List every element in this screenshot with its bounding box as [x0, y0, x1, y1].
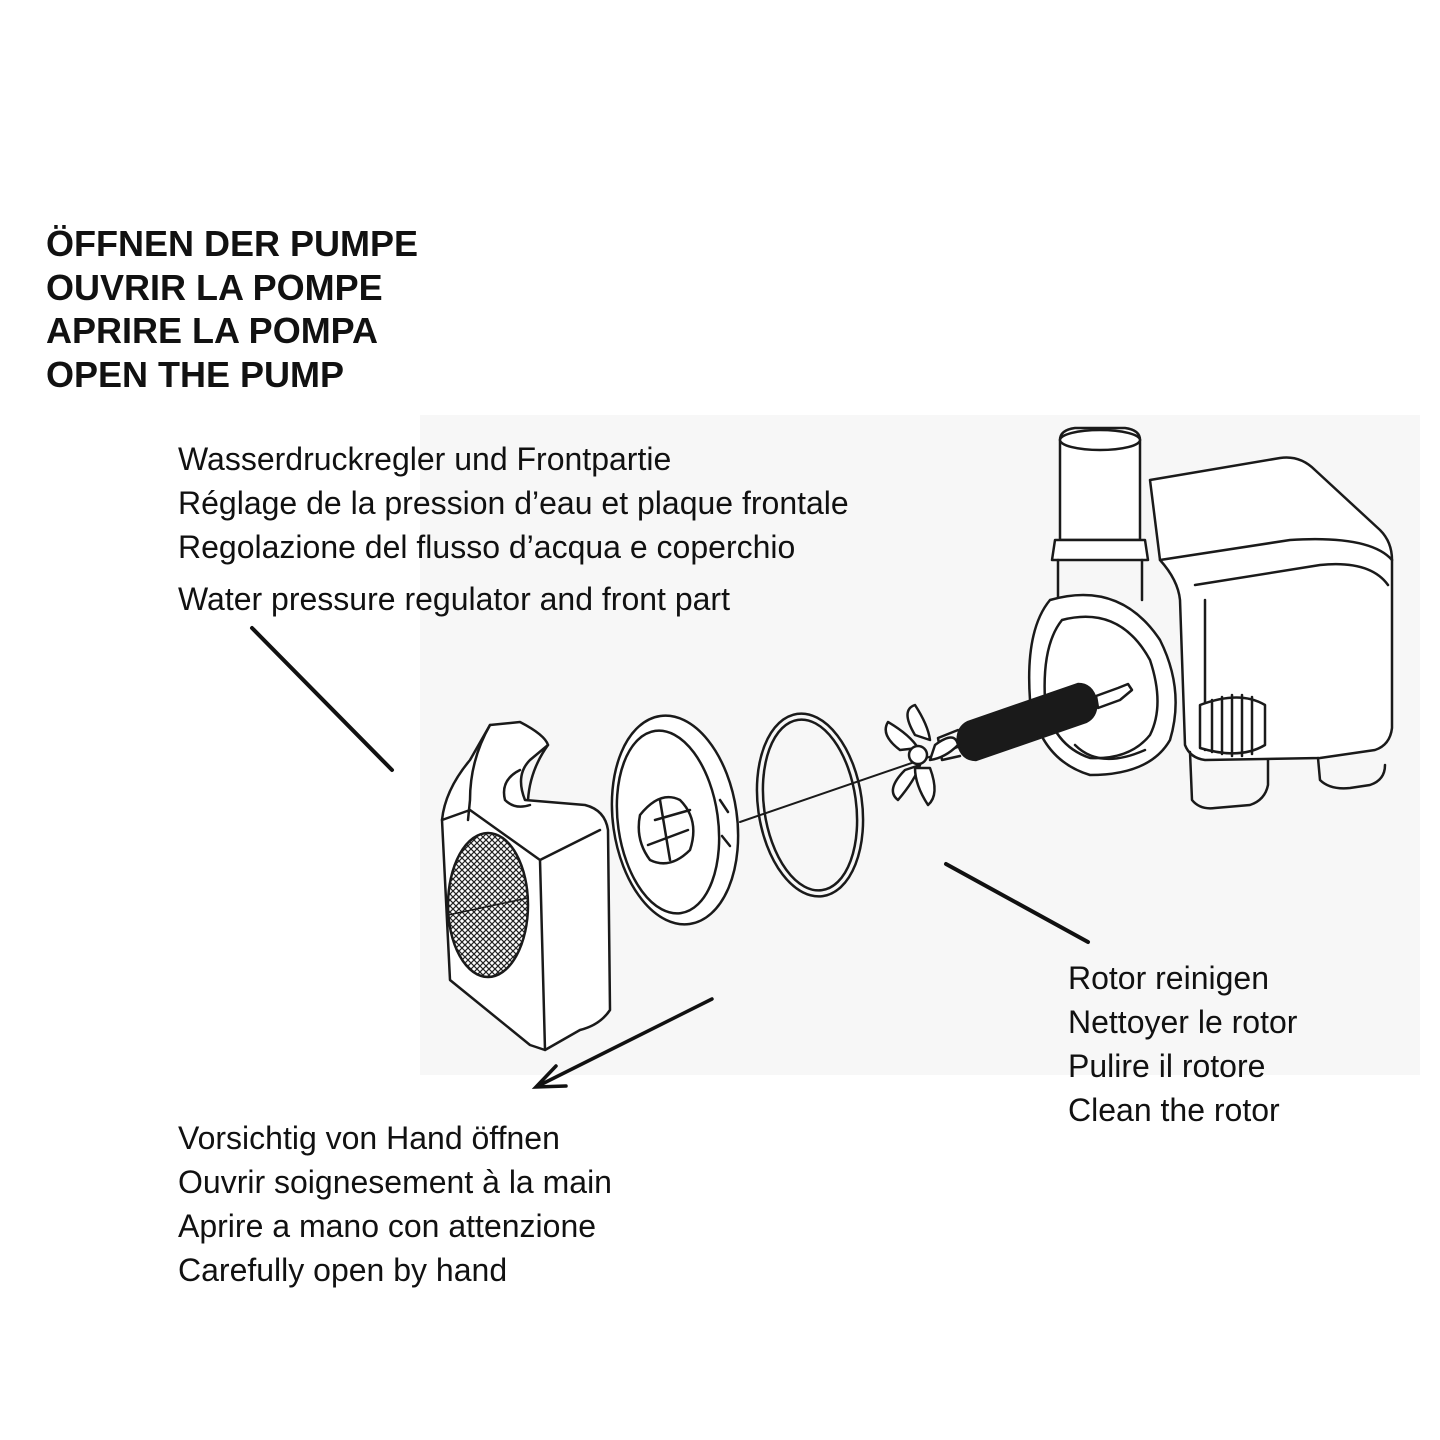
page-title: ÖFFNEN DER PUMPE OUVRIR LA POMPE APRIRE … [46, 222, 418, 396]
title-line-de: ÖFFNEN DER PUMPE [46, 223, 419, 264]
front-part-label: Wasserdruckregler und Frontpartie Réglag… [178, 437, 849, 621]
rotor-label-en: Clean the rotor [1068, 1092, 1280, 1128]
open-by-hand-label: Vorsichtig von Hand öffnen Ouvrir soigne… [178, 1116, 612, 1292]
rotor-leader [944, 862, 1090, 944]
leader-lines [250, 626, 1090, 1089]
front-part-label-it: Regolazione del flusso d’acqua e coperch… [178, 529, 796, 565]
front-part-leader [250, 626, 394, 772]
front-part-label-fr: Réglage de la pression d’eau et plaque f… [178, 485, 849, 521]
open-label-en: Carefully open by hand [178, 1252, 508, 1288]
open-label-it: Aprire a mano con attenzione [178, 1208, 597, 1244]
title-line-fr: OUVRIR LA POMPE [46, 266, 383, 308]
rotor-label-it: Pulire il rotore [1068, 1048, 1266, 1084]
intake-grid [446, 831, 530, 979]
front-part-label-de: Wasserdruckregler und Frontpartie [178, 441, 672, 477]
o-ring [755, 712, 865, 898]
pump-body [1148, 456, 1394, 810]
rotor-label-fr: Nettoyer le rotor [1068, 1004, 1298, 1040]
front-part [440, 720, 612, 1052]
front-part-label-en: Water pressure regulator and front part [178, 581, 730, 617]
open-arrow-head [531, 1064, 568, 1089]
open-arrow-shaft [536, 997, 714, 1088]
outlet-pipe [1050, 426, 1150, 602]
title-line-en: OPEN THE PUMP [46, 353, 345, 395]
open-label-de: Vorsichtig von Hand öffnen [178, 1120, 560, 1156]
rotor-label: Rotor reinigen Nettoyer le rotor Pulire … [1068, 956, 1297, 1132]
title-line-it: APRIRE LA POMPA [46, 310, 379, 351]
rotor-label-de: Rotor reinigen [1068, 960, 1269, 996]
rotor [739, 682, 1134, 823]
open-label-fr: Ouvrir soignesement à la main [178, 1164, 612, 1200]
impeller-cover [610, 714, 740, 926]
